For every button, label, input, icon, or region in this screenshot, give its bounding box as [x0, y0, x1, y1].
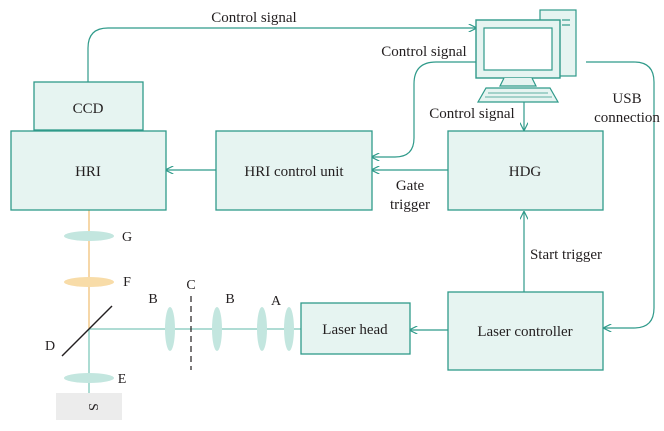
control-signal-left-label: Control signal: [381, 44, 466, 60]
optic-b2-label: B: [225, 292, 234, 307]
hdg-box: [447, 130, 604, 211]
control-signal-ccd-wire: [87, 28, 476, 82]
hri-control-unit-label: HRI control unit: [244, 164, 344, 180]
hri-label: HRI: [75, 164, 101, 180]
sample-s-label: S: [85, 403, 100, 411]
control-signal-mid-label: Control signal: [429, 106, 514, 122]
sample-s: [56, 393, 122, 420]
ccd-label: CCD: [73, 101, 104, 117]
hri-box: [10, 130, 167, 211]
optic-f-label: F: [123, 275, 131, 290]
optic-e-label: E: [118, 372, 127, 387]
optic-c-label: C: [186, 278, 195, 293]
filter-f: [64, 277, 114, 287]
usb-label-line2: connection: [594, 110, 660, 126]
computer-icon: [475, 9, 577, 103]
laser-head-label: Laser head: [322, 322, 388, 338]
optic-g-label: G: [122, 230, 132, 245]
lens-b-2: [212, 307, 222, 351]
laser-head-box: [300, 302, 411, 355]
lens-a-2: [284, 307, 294, 351]
optic-a-label: A: [271, 294, 282, 309]
lens-e: [64, 373, 114, 383]
gate-trigger-label-line1: Gate: [396, 178, 425, 194]
control-signal-hri-unit-wire: [372, 61, 476, 157]
dichroic-mirror-d: [61, 305, 113, 357]
ccd-box: [33, 81, 144, 131]
start-trigger-label: Start trigger: [530, 247, 602, 263]
usb-label-line1: USB: [612, 91, 641, 107]
optic-b1-label: B: [148, 292, 157, 307]
laser-controller-label: Laser controller: [477, 324, 572, 340]
lens-a-1: [257, 307, 267, 351]
optic-d-label: D: [45, 339, 55, 354]
lens-g: [64, 231, 114, 241]
gate-trigger-label-line2: trigger: [390, 197, 430, 213]
hdg-label: HDG: [509, 164, 542, 180]
usb-connection-wire: [586, 61, 655, 328]
control-signal-top-label: Control signal: [211, 10, 296, 26]
lens-b-1: [165, 307, 175, 351]
laser-controller-box: [447, 291, 604, 371]
hri-control-unit-box: [215, 130, 373, 211]
